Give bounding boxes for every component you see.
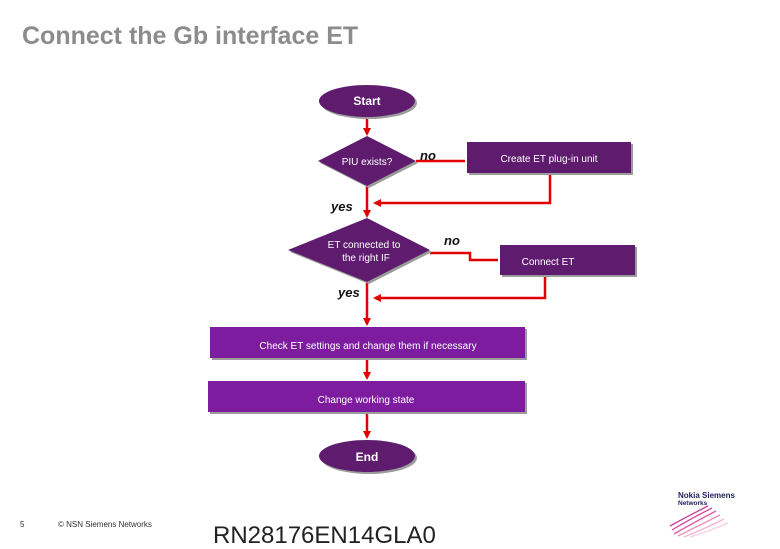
end-label: End bbox=[356, 450, 379, 464]
end-node: End bbox=[319, 440, 415, 472]
no-label-1: no bbox=[420, 148, 436, 163]
nokia-siemens-logo bbox=[669, 505, 729, 538]
copyright-text: © NSN Siemens Networks bbox=[58, 520, 152, 529]
decision2-label-line2: the right IF bbox=[342, 253, 390, 264]
decision-et-connected: ET connected to the right IF bbox=[288, 218, 430, 282]
step1-label: Check ET settings and change them if nec… bbox=[259, 341, 476, 352]
decision-piu-exists: PIU exists? bbox=[318, 136, 416, 186]
document-code: RN28176EN14GLA0 bbox=[213, 522, 436, 549]
step-check-et-settings: Check ET settings and change them if nec… bbox=[210, 327, 525, 358]
line-decision2-no bbox=[430, 251, 498, 262]
logo-text-line1: Nokia Siemens bbox=[678, 491, 735, 500]
logo-text-line2: Networks bbox=[678, 500, 708, 507]
action1-label: Create ET plug-in unit bbox=[500, 154, 597, 165]
start-label: Start bbox=[353, 94, 380, 108]
start-node: Start bbox=[319, 85, 415, 117]
action2-label: Connect ET bbox=[522, 257, 575, 268]
yes-label-2: yes bbox=[337, 285, 360, 300]
step-change-working-state: Change working state bbox=[208, 381, 525, 412]
slide-title: Connect the Gb interface ET bbox=[22, 22, 359, 50]
action-connect-et: Connect ET bbox=[500, 245, 635, 275]
page-number: 5 bbox=[20, 520, 25, 529]
yes-label-1: yes bbox=[330, 199, 353, 214]
no-label-2: no bbox=[444, 233, 460, 248]
decision2-label-line1: ET connected to bbox=[328, 240, 401, 251]
connectors bbox=[363, 117, 552, 439]
action-create-et-plugin: Create ET plug-in unit bbox=[467, 142, 631, 173]
line-action2-return bbox=[373, 276, 547, 302]
line-action1-return bbox=[373, 174, 552, 207]
decision1-label: PIU exists? bbox=[342, 157, 393, 168]
step2-label: Change working state bbox=[318, 395, 415, 406]
